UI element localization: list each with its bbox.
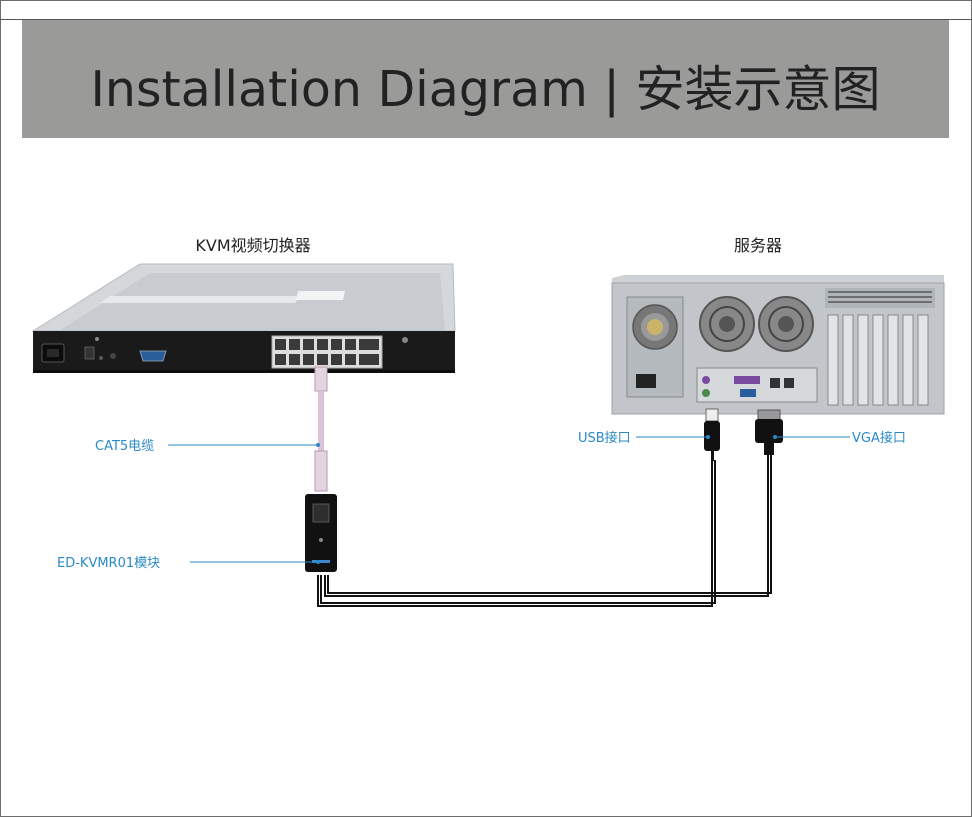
cat5-cable xyxy=(314,366,328,492)
title-banner: Installation Diagram | 安装示意图 xyxy=(22,20,949,138)
kvm-switch-image xyxy=(31,263,456,373)
vga-callout-dot xyxy=(773,435,777,439)
usb-label: USB接口 xyxy=(578,430,631,446)
vga-connector xyxy=(755,409,783,455)
cat5-callout-dot xyxy=(316,443,320,447)
kvm-switch-label: KVM视频切换器 xyxy=(195,236,310,255)
kvmr01-module xyxy=(305,494,337,572)
module-callout-dot xyxy=(316,560,320,564)
module-label: ED-KVMR01模块 xyxy=(57,556,160,571)
usb-vga-cable xyxy=(317,455,772,607)
cat5-label: CAT5电缆 xyxy=(95,438,154,454)
server-image xyxy=(611,275,945,415)
page-title: Installation Diagram | 安装示意图 xyxy=(90,61,881,118)
vga-label: VGA接口 xyxy=(852,430,906,446)
usb-callout-dot xyxy=(706,435,710,439)
server-label: 服务器 xyxy=(734,236,782,255)
top-divider xyxy=(0,19,972,20)
usb-connector xyxy=(704,408,720,461)
